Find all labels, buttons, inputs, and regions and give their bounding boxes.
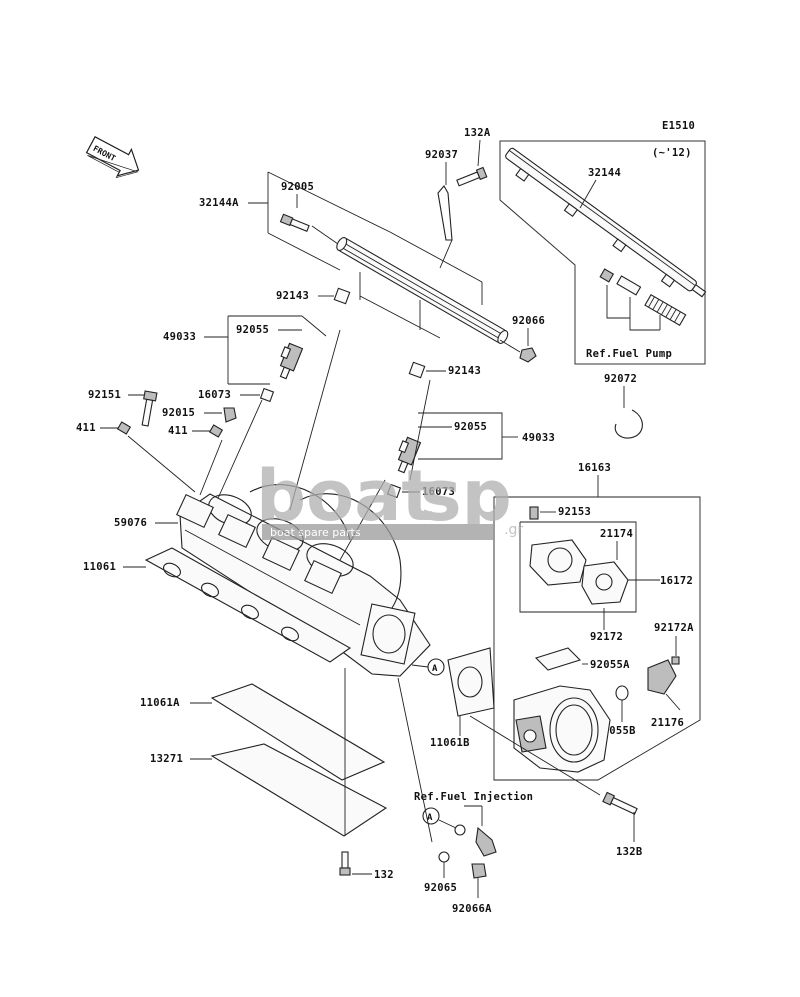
callout-a-upper: A (432, 664, 438, 674)
label-16073-upper: 16073 (198, 389, 231, 401)
label-132A: 132A (464, 127, 491, 139)
label-16172: 16172 (660, 575, 693, 587)
label-92143-upper: 92143 (276, 290, 309, 302)
label-92037: 92037 (425, 149, 458, 161)
label-92005: 92005 (281, 181, 314, 193)
inset-fuel-rail: (~'12) 32144 Ref.Fuel Pump (499, 140, 707, 365)
front-arrow-icon: FRONT (85, 135, 140, 179)
watermark-bar (262, 524, 494, 540)
label-21176: 21176 (651, 717, 684, 729)
label-21174: 21174 (600, 528, 633, 540)
label-92172: 92172 (590, 631, 623, 643)
watermark: boat sp .gr boat spare parts (256, 455, 523, 540)
label-92172A: 92172A (654, 622, 694, 634)
label-92066A: 92066A (452, 903, 492, 915)
throttle-sensor (529, 539, 629, 605)
label-92055A: 92055A (590, 659, 630, 671)
label-92151: 92151 (88, 389, 121, 401)
ref-fuel-pump: Ref.Fuel Pump (586, 348, 672, 360)
watermark-brand-right: sp (420, 455, 512, 537)
label-16073-lower: 16073 (422, 486, 455, 498)
diagram-code: E1510 (662, 120, 695, 132)
label-411-right: 411 (168, 425, 188, 437)
label-11061: 11061 (83, 561, 116, 573)
label-32144: 32144 (588, 167, 621, 179)
intake-manifold (176, 484, 431, 677)
label-132: 132 (374, 869, 394, 881)
label-13271: 13271 (150, 753, 183, 765)
label-132B: 132B (616, 846, 643, 858)
label-49033-right: 49033 (522, 432, 555, 444)
label-49033-left: 49033 (163, 331, 196, 343)
watermark-brand-left: boat (256, 455, 435, 537)
label-92072: 92072 (604, 373, 637, 385)
throttle-body (513, 685, 611, 773)
label-11061A: 11061A (140, 697, 180, 709)
ref-fuel-injection: Ref.Fuel Injection (414, 791, 533, 803)
watermark-tagline: boat spare parts (270, 526, 361, 539)
callout-a-lower: A (427, 813, 433, 823)
label-32144A: 32144A (199, 197, 239, 209)
label-92066: 92066 (512, 315, 545, 327)
label-92055-right: 92055 (454, 421, 487, 433)
label-11061B: 11061B (430, 737, 470, 749)
label-92065: 92065 (424, 882, 457, 894)
watermark-suffix: .gr (504, 522, 523, 538)
label-92153: 92153 (558, 506, 591, 518)
label-16163: 16163 (578, 462, 611, 474)
label-59076: 59076 (114, 517, 147, 529)
label-92143-lower: 92143 (448, 365, 481, 377)
label-92055-left: 92055 (236, 324, 269, 336)
label-92015: 92015 (162, 407, 195, 419)
year-note: (~'12) (652, 147, 692, 159)
label-411-left: 411 (76, 422, 96, 434)
